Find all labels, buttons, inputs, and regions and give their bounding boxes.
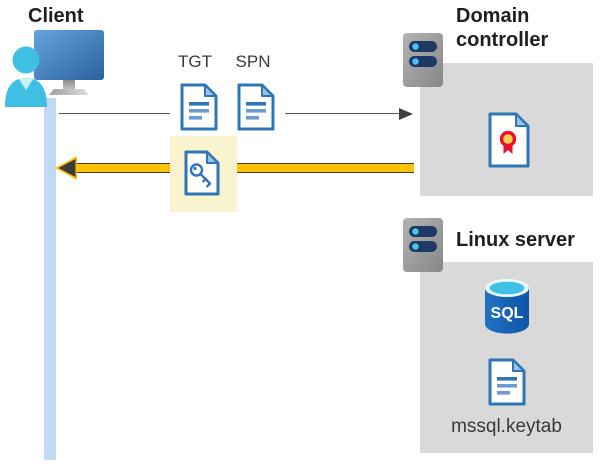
certificate-icon: [487, 112, 531, 168]
sql-icon-label: SQL: [491, 305, 524, 322]
domain-controller-label: Domain controller: [456, 5, 549, 51]
domain-controller-server-icon: [402, 32, 444, 88]
response-arrowhead-icon: [55, 156, 77, 180]
keytab-document-icon: [487, 358, 527, 406]
request-arrowhead-icon: [399, 107, 413, 120]
linux-server-label: Linux server: [456, 229, 575, 251]
key-document-icon: [183, 150, 221, 196]
client-timeline-bar: [44, 98, 56, 460]
spn-document-icon: [227, 83, 285, 131]
client-label: Client: [28, 5, 84, 27]
client-icon: [4, 26, 108, 110]
linux-server-icon: [402, 217, 444, 273]
response-arrow-shaft: [74, 163, 414, 173]
sql-database-icon: SQL: [483, 277, 531, 335]
tgt-document-icon: [170, 83, 228, 131]
tgt-label: TGT: [178, 52, 212, 71]
spn-label: SPN: [235, 52, 271, 71]
keytab-filename-label: mssql.keytab: [451, 416, 562, 437]
